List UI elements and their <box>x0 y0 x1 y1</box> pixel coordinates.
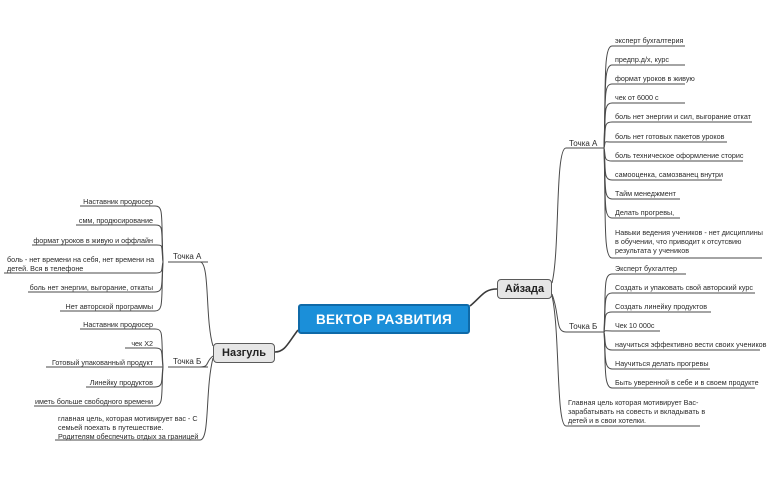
nazgul-goal[interactable]: главная цель, которая мотивирует вас - С… <box>58 414 199 441</box>
nazgul-b-item[interactable]: Линейку продуктов <box>89 378 153 387</box>
aizada-b-item[interactable]: Научиться делать прогревы <box>615 359 709 368</box>
aizada-tochka-b[interactable]: Точка Б <box>569 322 598 331</box>
aizada-b-item[interactable]: Эксперт бухгалтер <box>615 264 678 273</box>
aizada-a-item[interactable]: боль нет энергии и сил, выгорание откат <box>615 112 751 121</box>
nazgul-b-item[interactable]: иметь больше свободного времени <box>34 397 153 406</box>
nazgul-a-item[interactable]: смм, продюсирование <box>78 216 153 225</box>
branch-aizada[interactable]: Айзада <box>497 279 552 299</box>
nazgul-b-item[interactable]: чек Х2 <box>131 339 153 348</box>
aizada-a-item[interactable]: формат уроков в живую <box>615 74 695 83</box>
nazgul-tochka-a[interactable]: Точка А <box>173 252 202 261</box>
nazgul-a-item[interactable]: Нет авторской программы <box>65 302 153 311</box>
aizada-a-item[interactable]: Делать прогревы, <box>615 208 675 217</box>
branch-nazgul[interactable]: Назгуль <box>213 343 275 363</box>
nazgul-a-item[interactable]: формат уроков в живую и оффлайн <box>33 236 153 245</box>
aizada-b-item[interactable]: Чек 10 000с <box>615 321 655 330</box>
nazgul-a-item[interactable]: Наставник продюсер <box>83 197 153 206</box>
aizada-goal[interactable]: Главная цель которая мотивирует Вас- зар… <box>568 398 706 425</box>
aizada-a-item[interactable]: самооценка, самозванец внутри <box>615 170 724 179</box>
aizada-b-item[interactable]: Создать и упаковать свой авторский курс <box>615 283 753 292</box>
nazgul-a-item[interactable]: боль нет энергии, выгорание, откаты <box>29 283 153 292</box>
aizada-a-item[interactable]: боль техническое оформление сторис <box>615 151 744 160</box>
aizada-tochka-a[interactable]: Точка А <box>569 139 598 148</box>
central-topic[interactable]: ВЕКТОР РАЗВИТИЯ <box>298 304 470 334</box>
aizada-a-item[interactable]: боль нет готовых пакетов уроков <box>615 132 725 141</box>
aizada-a-item[interactable]: чек от 6000 с <box>615 93 659 102</box>
nazgul-tochka-b[interactable]: Точка Б <box>173 357 202 366</box>
aizada-b-item[interactable]: Быть уверенной в себе и в своем продукте <box>615 378 759 387</box>
aizada-a-item[interactable]: предпр.д/х, курс <box>615 55 669 64</box>
aizada-a-item[interactable]: Тайм менеджмент <box>615 189 676 198</box>
aizada-a-item[interactable]: Навыки ведения учеников - нет дисциплины… <box>615 228 763 255</box>
aizada-b-item[interactable]: Создать линейку продуктов <box>615 302 708 311</box>
aizada-a-item[interactable]: эксперт бухгалтерия <box>615 36 684 45</box>
nazgul-b-item[interactable]: Наставник продюсер <box>83 320 153 329</box>
aizada-b-item[interactable]: научиться эффективно вести своих ученико… <box>615 340 767 349</box>
nazgul-b-item[interactable]: Готовый упакованный продукт <box>51 358 153 367</box>
nazgul-a-item[interactable]: боль - нет времени на себя, нет времени … <box>7 255 155 273</box>
